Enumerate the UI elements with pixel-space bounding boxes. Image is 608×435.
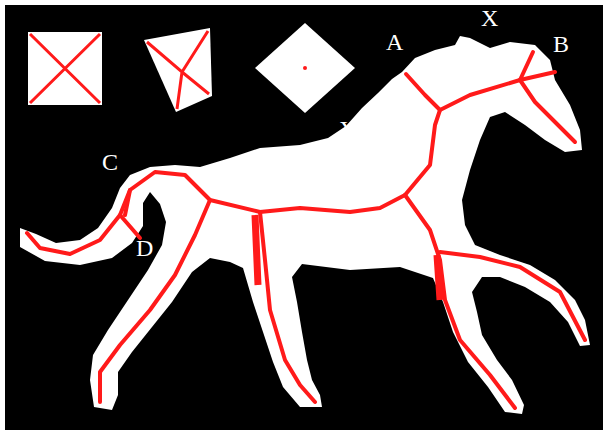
diamond-shape	[255, 23, 355, 113]
background	[5, 5, 603, 430]
square-shape	[28, 32, 102, 105]
point-label: A	[386, 30, 403, 54]
quadrilateral-shape	[144, 28, 212, 112]
point-label: C	[102, 150, 118, 174]
point-label: D	[136, 236, 153, 260]
point-label: Y	[340, 117, 357, 141]
horse-shape	[20, 36, 590, 414]
point-label: X	[481, 6, 498, 30]
point-label: B	[553, 32, 569, 56]
